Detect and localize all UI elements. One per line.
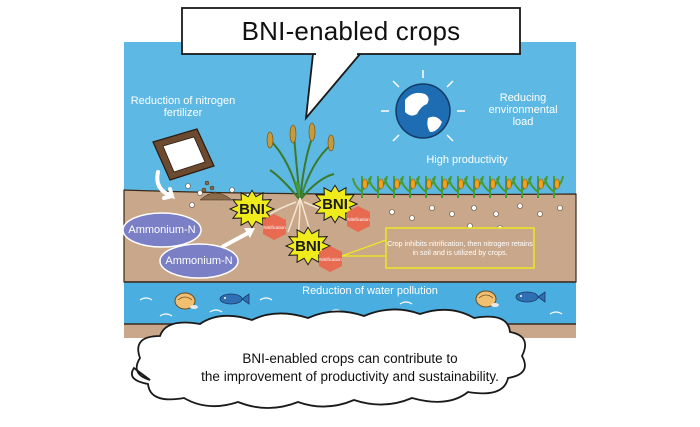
conclusion-text: BNI-enabled crops can contribute to the … xyxy=(150,350,550,394)
corn-plant-icon xyxy=(496,175,516,198)
corn-plant-icon xyxy=(528,175,548,198)
corn-plant-icon xyxy=(512,175,532,198)
title-speech-bubble xyxy=(181,7,521,121)
conclusion-line-2: the improvement of productivity and sust… xyxy=(201,369,499,384)
label-environmental-load: Reducing environmental load xyxy=(488,92,558,128)
corn-plant-icon xyxy=(400,175,420,198)
fertilizer-arrow xyxy=(155,170,175,200)
bni-label-3: BNI xyxy=(295,237,321,255)
ammonium-bubble-2 xyxy=(159,243,239,279)
shellfish-icon xyxy=(475,290,499,308)
label-water-pollution: Reduction of water pollution xyxy=(302,285,438,297)
diagram-title: BNI-enabled crops xyxy=(241,15,461,46)
nitrification-tag-label: Nitrification xyxy=(263,224,286,230)
fish-icon xyxy=(219,293,250,305)
corn-plant-icon xyxy=(464,175,484,198)
callout-note-text: Crop inhibits nitrification, then nitrog… xyxy=(387,239,533,257)
wheat-plant-icon xyxy=(266,122,335,239)
corn-plant-icon xyxy=(432,175,452,198)
label-fertilizer-reduction: Reduction of nitrogen fertilizer xyxy=(130,95,236,119)
ammonium-bubble-1 xyxy=(122,212,202,248)
fertilizer-pile xyxy=(199,180,233,201)
nitrification-tag xyxy=(347,206,370,232)
soil-nitrogen-dots xyxy=(185,183,563,231)
note-callout xyxy=(341,227,535,269)
corn-plant-icon xyxy=(352,175,372,198)
nitrification-tag-label: Nitrification xyxy=(319,256,342,262)
fertilizer-bag-icon xyxy=(152,128,215,181)
nitrification-tag xyxy=(263,214,286,240)
uptake-arrow xyxy=(221,228,255,249)
corn-plant-icon xyxy=(448,175,468,198)
corn-plant-icon xyxy=(416,175,436,198)
shellfish-icon xyxy=(174,292,198,310)
bni-burst xyxy=(311,184,359,224)
conclusion-line-1: BNI-enabled crops can contribute to xyxy=(242,351,458,366)
label-high-productivity: High productivity xyxy=(426,154,508,166)
bni-label-2: BNI xyxy=(322,195,348,213)
corn-plant-icon xyxy=(368,175,388,198)
corn-plant-icon xyxy=(384,175,404,198)
corn-crop-row xyxy=(352,175,564,198)
ammonium-label-1: Ammonium-N xyxy=(128,224,196,236)
nitrification-tag-label: Nitrification xyxy=(347,216,370,222)
globe-icon xyxy=(381,70,465,142)
corn-plant-icon xyxy=(480,175,500,198)
ammonium-label-2: Ammonium-N xyxy=(165,255,233,267)
nitrification-tag xyxy=(319,246,342,272)
corn-plant-icon xyxy=(544,175,564,198)
bni-label-1: BNI xyxy=(239,200,265,218)
fish-icon xyxy=(515,291,546,303)
conclusion-cloud xyxy=(130,308,526,409)
